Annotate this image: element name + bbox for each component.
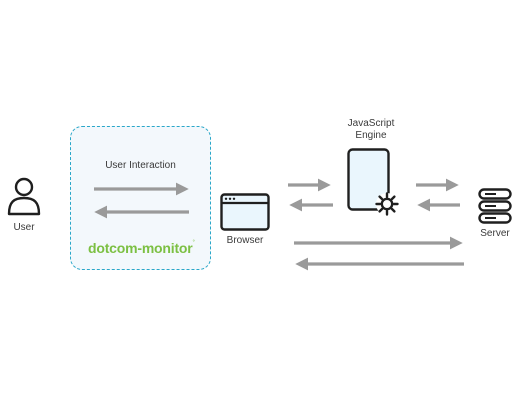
server-label: Server: [480, 228, 510, 239]
user-icon: [7, 177, 41, 216]
user-label: User: [13, 222, 35, 233]
device-icon: [347, 148, 390, 211]
server-icon: [478, 188, 512, 224]
dotcom-monitor-logo: dotcom-monitor°: [88, 240, 195, 256]
gear-icon: [375, 192, 399, 216]
user-interaction-label: User Interaction: [105, 160, 176, 171]
user-interaction-panel: [70, 126, 211, 270]
engine-label-line2: Engine: [355, 130, 387, 141]
browser-window-icon: [220, 193, 270, 231]
browser-label: Browser: [226, 235, 264, 246]
engine-label-line1: JavaScript: [347, 118, 395, 129]
